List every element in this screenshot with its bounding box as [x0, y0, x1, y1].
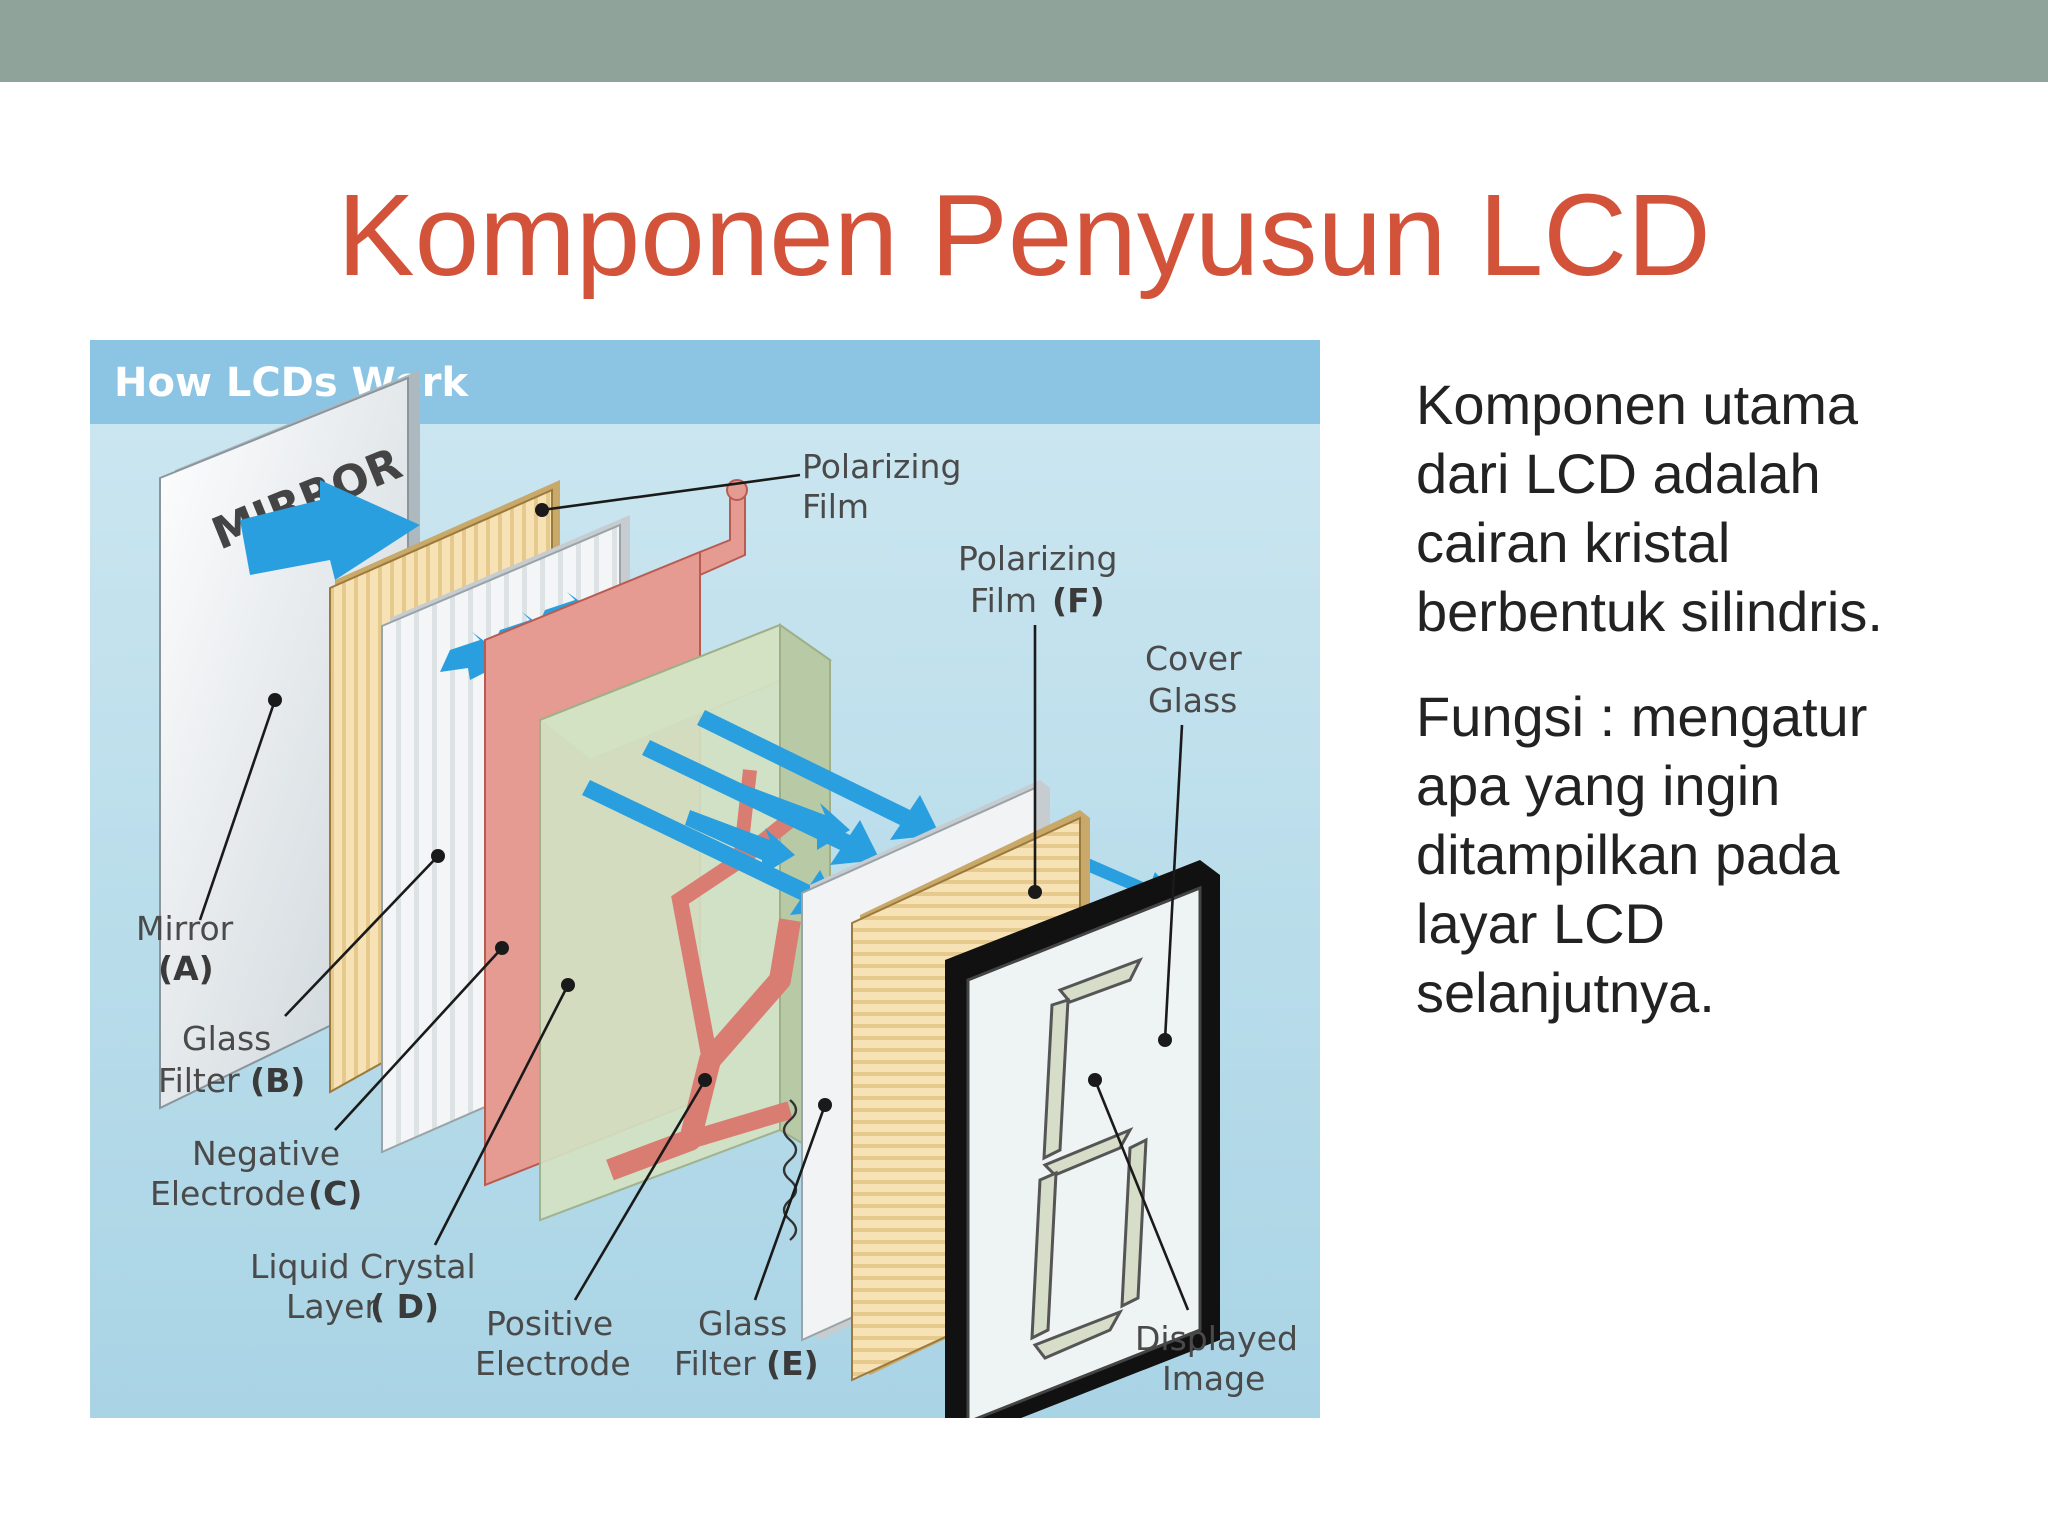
label-mirror: Mirror: [136, 909, 234, 948]
label-negative-electrode: Negative: [192, 1134, 340, 1173]
label-glass-filter-e: Glass: [698, 1304, 787, 1343]
label-glass-filter-e-code: (E): [766, 1344, 819, 1383]
paragraph-function: Fungsi : mengatur apa yang ingin ditampi…: [1416, 685, 1868, 1024]
seven-segment-digit: [1030, 957, 1148, 1360]
label-liquid-crystal: Liquid Crystal: [250, 1247, 476, 1286]
label-displayed-image: Displayed: [1135, 1319, 1298, 1358]
label-positive-electrode: Positive: [486, 1304, 613, 1343]
paragraph-main-component: Komponen utama dari LCD adalah cairan kr…: [1416, 373, 1883, 643]
label-cover-glass: Cover: [1145, 639, 1242, 678]
label-polarizing-film-f: Polarizing: [958, 539, 1117, 578]
label-polarizing-film-f-line2: Film: [970, 581, 1037, 620]
lcd-diagram: How LCDs Work MIRROR: [90, 340, 1320, 1418]
label-polarizing-film-top: Polarizing: [802, 447, 961, 486]
cover-glass-display: [945, 860, 1220, 1418]
label-liquid-crystal-line2: Layer: [286, 1287, 378, 1326]
label-negative-electrode-code: (C): [308, 1174, 362, 1213]
label-displayed-image-line2: Image: [1162, 1359, 1265, 1398]
label-glass-filter-e-line2: Filter: [674, 1344, 756, 1383]
component-labels: Polarizing Film Polarizing Film (F) Cove…: [136, 447, 1298, 1398]
label-liquid-crystal-code: ( D): [370, 1287, 439, 1326]
diagram-header-band: [90, 340, 1320, 424]
label-glass-filter-b-code: (B): [250, 1061, 305, 1100]
label-glass-filter-b: Glass: [182, 1019, 271, 1058]
label-mirror-code: (A): [158, 949, 214, 988]
label-cover-glass-line2: Glass: [1148, 681, 1237, 720]
label-polarizing-film-top-line2: Film: [802, 487, 869, 526]
top-accent-bar: [0, 0, 2048, 82]
slide-title: Komponen Penyusun LCD: [337, 170, 1711, 300]
label-negative-electrode-line2: Electrode: [150, 1174, 306, 1213]
body-text: Komponen utama dari LCD adalah cairan kr…: [1416, 370, 2016, 1063]
label-positive-electrode-line2: Electrode: [475, 1344, 631, 1383]
label-glass-filter-b-line2: Filter: [158, 1061, 240, 1100]
leader-lines: [198, 473, 1190, 1311]
label-polarizing-film-f-code: (F): [1052, 581, 1105, 620]
